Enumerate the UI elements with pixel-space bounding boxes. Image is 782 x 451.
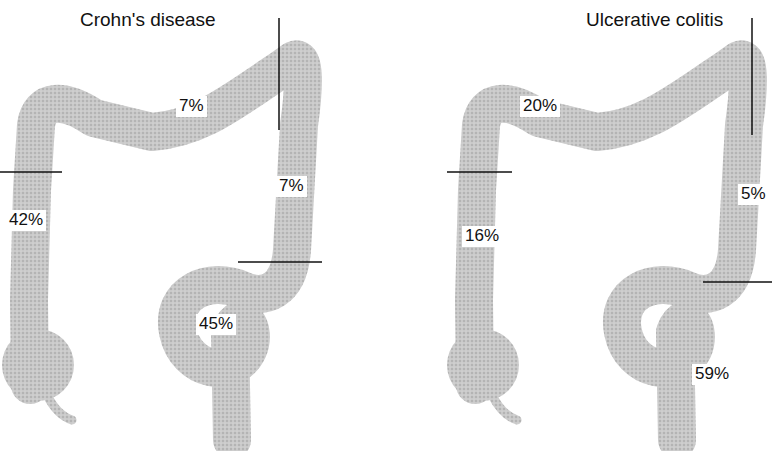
percentage-label: 5% — [738, 184, 769, 205]
panel-heading: Ulcerative colitis — [586, 10, 723, 31]
panel-heading: Crohn's disease — [80, 10, 216, 31]
percentage-label: 7% — [276, 176, 307, 197]
percentage-label: 42% — [6, 210, 46, 231]
divider-lines — [0, 18, 772, 282]
percentage-label: 59% — [692, 364, 732, 385]
percentage-label: 16% — [462, 226, 502, 247]
percentage-label: 45% — [196, 314, 236, 335]
colon-uc — [447, 59, 748, 440]
colon-crohns — [2, 59, 303, 440]
percentage-label: 7% — [176, 96, 207, 117]
percentage-label: 20% — [520, 96, 560, 117]
